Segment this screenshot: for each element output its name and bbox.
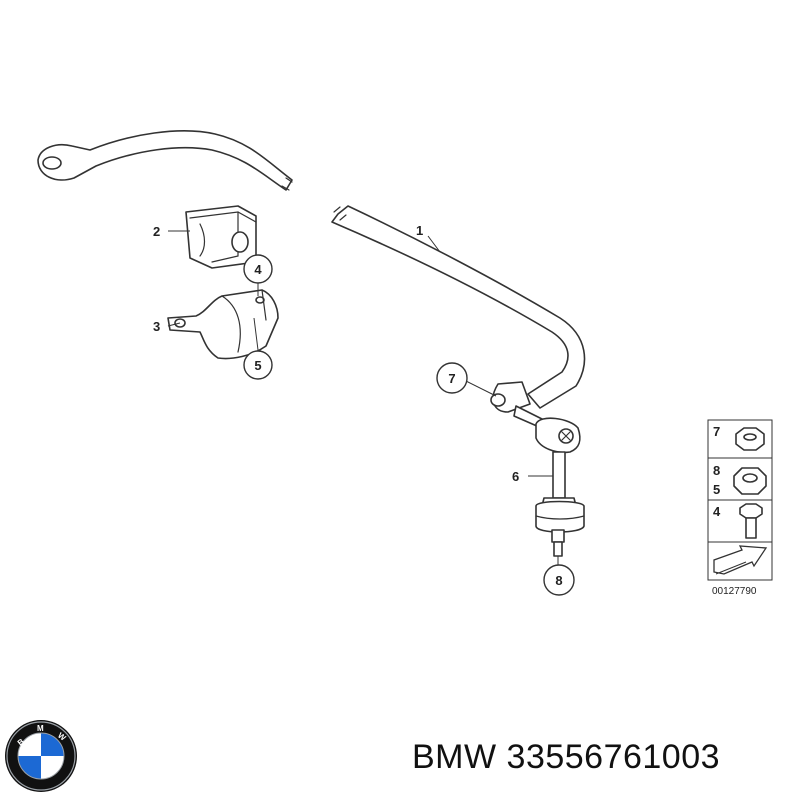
callout-8: 8 bbox=[555, 573, 562, 588]
callout-6: 6 bbox=[512, 469, 519, 484]
diagram-reference-code: 00127790 bbox=[712, 586, 757, 597]
legend-label-5: 5 bbox=[713, 482, 720, 497]
part-number-caption: BMW 33556761003 bbox=[412, 738, 721, 776]
callout-1: 1 bbox=[416, 223, 423, 238]
svg-text:M: M bbox=[37, 724, 44, 733]
hardware-legend: 7 8 5 4 00127790 bbox=[707, 419, 773, 597]
stabilizer-bar-left-section bbox=[37, 130, 293, 191]
legend-label-7: 7 bbox=[713, 424, 720, 439]
callout-4-circle: 4 bbox=[243, 254, 273, 284]
bmw-logo: B M W bbox=[5, 720, 77, 792]
callout-8-circle: 8 bbox=[543, 564, 575, 596]
stabilizer-link bbox=[513, 405, 585, 557]
callout-2: 2 bbox=[153, 224, 160, 239]
callout-5-circle: 5 bbox=[243, 350, 273, 380]
svg-text:W: W bbox=[56, 731, 68, 743]
stabilizer-bracket bbox=[167, 289, 279, 360]
callout-3: 3 bbox=[153, 319, 160, 334]
callout-4: 4 bbox=[254, 262, 262, 277]
direction-arrow-icon bbox=[713, 545, 768, 575]
callout-7-circle: 7 bbox=[436, 362, 468, 394]
callout-5: 5 bbox=[254, 358, 261, 373]
hex-nut-icon bbox=[733, 467, 767, 495]
legend-label-4: 4 bbox=[713, 504, 721, 519]
callout-7: 7 bbox=[448, 371, 455, 386]
flange-nut-icon bbox=[735, 427, 765, 451]
hex-bolt-icon bbox=[739, 503, 763, 539]
rubber-bushing bbox=[185, 205, 257, 269]
legend-label-8: 8 bbox=[713, 463, 720, 478]
callout-labels: 1 2 3 6 4 5 7 8 bbox=[153, 223, 575, 596]
stabilizer-bar-right-section bbox=[331, 205, 586, 413]
svg-text:B: B bbox=[16, 737, 26, 748]
leader-lines bbox=[167, 230, 559, 566]
